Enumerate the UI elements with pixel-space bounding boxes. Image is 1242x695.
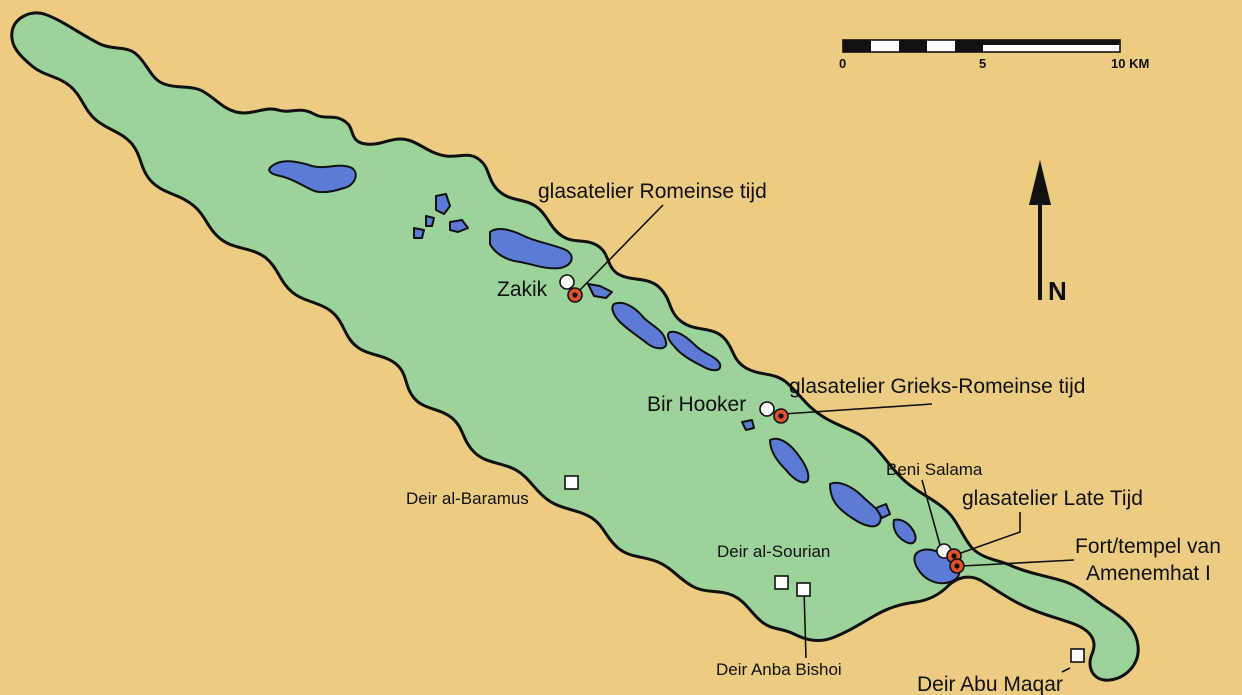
lake-northwest (268, 160, 357, 194)
label-bir-hooker: Bir Hooker (647, 393, 746, 416)
scale-tick-10: 10 KM (1111, 56, 1149, 71)
leader-late (957, 512, 1021, 555)
lake-southeast-2 (875, 503, 891, 519)
deir-baramus-marker (564, 475, 579, 490)
label-deir-anba-bishoi: Deir Anba Bishoi (716, 660, 842, 679)
lake-southeast-1 (829, 481, 882, 528)
scale-seg-1 (843, 40, 871, 52)
lake-hooker-islet (741, 419, 755, 431)
deir-abu-maqar-marker (1070, 648, 1085, 663)
label-deir-abu-maqar: Deir Abu Maqar (917, 673, 1063, 695)
label-deir-sourian: Deir al-Sourian (717, 542, 830, 561)
label-fort-line1: Fort/tempel van (1075, 535, 1221, 558)
leader-beni-salama (921, 479, 941, 546)
leader-lines (577, 204, 1075, 673)
lake-central-2 (666, 330, 722, 372)
north-arrow-head-icon (1029, 160, 1051, 205)
label-glass-late: glasatelier Late Tijd (962, 487, 1143, 510)
site-glass-roman (567, 287, 583, 303)
leader-fort (961, 559, 1075, 567)
label-beni-salama: Beni Salama (886, 460, 983, 479)
deir-sourian-marker (774, 575, 789, 590)
north-arrow-label: N (1048, 276, 1067, 306)
lakes (268, 160, 961, 585)
lake-hooker-south (769, 437, 810, 484)
deir-anba-bishoi-marker (796, 582, 811, 597)
lake-islet-4 (413, 227, 425, 239)
lake-zakik-islet (587, 283, 613, 299)
bir-hooker-marker (759, 401, 775, 417)
monasteries (564, 475, 1085, 663)
north-arrow: N (1029, 160, 1067, 306)
lake-central-1 (611, 302, 668, 350)
leader-roman (577, 204, 664, 293)
lake-islet-1 (435, 193, 451, 215)
label-fort-line2: Amenemhat I (1086, 562, 1211, 585)
lake-southeast-3 (892, 518, 917, 545)
label-deir-baramus: Deir al-Baramus (406, 489, 529, 508)
lake-zakik-north (489, 228, 573, 270)
site-fort-amenemhat (949, 558, 965, 574)
label-glass-greco-roman: glasatelier Grieks-Romeinse tijd (789, 375, 1085, 398)
scale-tick-0: 0 (839, 56, 846, 71)
label-zakik: Zakik (497, 278, 548, 301)
lake-islet-2 (449, 219, 469, 233)
zakik-marker (559, 274, 575, 290)
scale-bar: 0 5 10 KM (839, 39, 1149, 71)
leader-greco-roman (782, 403, 933, 415)
site-glass-greco-roman (773, 408, 789, 424)
scale-tick-5: 5 (979, 56, 986, 71)
scale-seg-5 (955, 40, 983, 52)
sites (567, 287, 965, 574)
scale-seg-3 (899, 40, 927, 52)
leader-anba-bishoi (803, 589, 807, 659)
leader-abu-maqar (1061, 667, 1071, 673)
map-labels: glasatelier Romeinse tijd Zakik glasatel… (406, 180, 1221, 695)
lake-islet-3 (425, 215, 435, 227)
scale-seg-upper-half (983, 40, 1120, 45)
settlements (559, 274, 952, 559)
label-glass-roman: glasatelier Romeinse tijd (538, 180, 767, 203)
